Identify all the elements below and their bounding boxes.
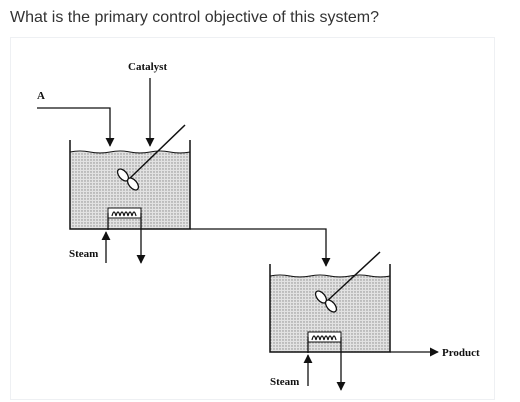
heating-coil-2: [307, 331, 342, 353]
steam-2-lines: [303, 353, 346, 391]
product-label: Product: [442, 347, 480, 359]
agitator-1: [116, 124, 186, 191]
steam-2-label: Steam: [270, 376, 299, 388]
agitator-2: [314, 251, 381, 313]
transfer-line: [190, 228, 331, 267]
steam-1-label: Steam: [69, 248, 98, 260]
tank-2-walls: [269, 264, 391, 353]
catalyst-label: Catalyst: [128, 61, 167, 73]
question-text: What is the primary control objective of…: [10, 9, 380, 26]
steam-1-lines: [101, 230, 146, 264]
tank-2-liquid-surface: [269, 274, 391, 278]
heating-coil-1: [107, 207, 142, 230]
tank-1-walls: [69, 140, 191, 230]
tank-1-liquid-surface: [69, 150, 191, 154]
feed-a-line: [37, 107, 115, 147]
feed-a-label: A: [37, 90, 45, 102]
